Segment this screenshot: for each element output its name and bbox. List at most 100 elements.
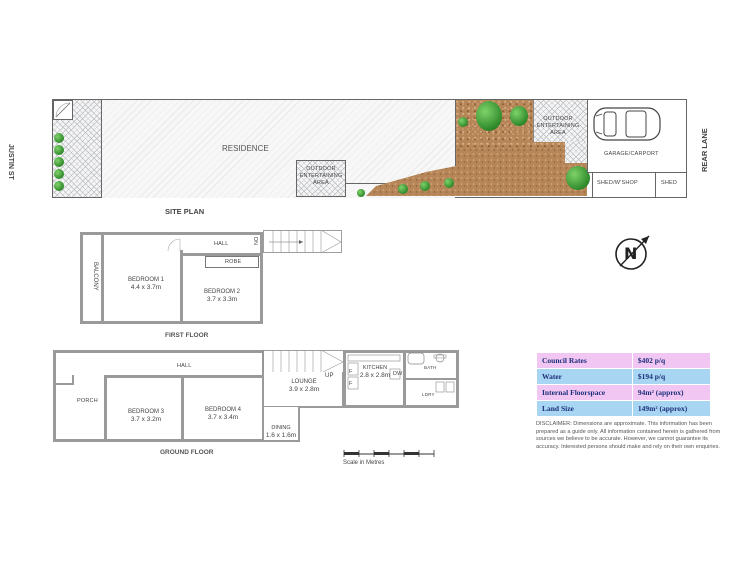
- bedroom2-name: BEDROOM 2: [203, 289, 240, 295]
- bedroom3-size: 3.7 x 3.2m: [130, 416, 162, 423]
- hedge-bush: [54, 169, 64, 179]
- info-value: $194 p/q: [631, 368, 712, 385]
- info-value: 149m² (approx): [631, 400, 712, 417]
- info-label: Council Rates: [536, 352, 633, 369]
- bedroom3-name: BEDROOM 3: [127, 409, 164, 415]
- shed-label: SHED: [661, 180, 678, 186]
- bedroom4-size: 3.7 x 3.4m: [207, 414, 239, 421]
- info-row: Water $194 p/q: [536, 368, 712, 385]
- bath-fixtures: [407, 352, 455, 393]
- site-plan-title: SITE PLAN: [165, 207, 205, 216]
- compass-letter: N: [624, 244, 638, 263]
- fridge-label-1: F: [349, 369, 353, 375]
- dining-size: 1.6 x 1.6m: [265, 432, 297, 439]
- kitchen-name: KITCHEN: [362, 365, 388, 371]
- bedroom1-size: 4.4 x 3.7m: [130, 284, 162, 291]
- entry-notch: [56, 375, 74, 385]
- outdoor-area-rear: [533, 100, 587, 142]
- info-row: Internal Floorspace 94m² (approx): [536, 384, 712, 401]
- hedge-bush: [54, 181, 64, 191]
- bedroom4-name: BEDROOM 4: [204, 407, 241, 413]
- fridge-label-2: F: [349, 381, 353, 387]
- outdoor-area-rear-label: OUTDOOR ENTERTAINING AREA: [536, 116, 580, 136]
- disclaimer-text: DISCLAIMER: Dimensions are approximate. …: [536, 421, 721, 450]
- porch-wall: [104, 375, 107, 442]
- kitchen-bath-wall: [403, 350, 406, 408]
- bedroom4-label: BEDROOM 4 3.7 x 3.4m: [193, 406, 253, 422]
- balcony-wall: [101, 232, 104, 324]
- first-floor-outline: [80, 232, 263, 324]
- residence-label: RESIDENCE: [222, 144, 269, 153]
- dining-name: DINING: [271, 425, 291, 431]
- ground-floor-stairs: [263, 350, 344, 374]
- north-compass-icon: [615, 235, 650, 270]
- first-floor-title: FIRST FLOOR: [165, 332, 209, 339]
- rear-path-hatch: [565, 142, 587, 163]
- first-hall-label: HALL: [214, 241, 229, 247]
- car-icon: [593, 107, 661, 141]
- property-info-table: Council Rates $402 p/q Water $194 p/q In…: [536, 352, 712, 417]
- rear-garden-soil-lower: [366, 148, 587, 196]
- bedroom3-label: BEDROOM 3 3.7 x 3.2m: [116, 408, 176, 424]
- shed-workshop-label: SHED/W'SHOP: [597, 180, 638, 186]
- bed1-bed2-wall: [180, 250, 183, 324]
- outdoor-area-middle: [296, 160, 346, 197]
- hedge-bush: [54, 157, 64, 167]
- kitchen-fixtures: [347, 354, 401, 390]
- door-swing: [167, 238, 181, 252]
- bedroom2-size: 3.7 x 3.3m: [206, 296, 238, 303]
- bedroom2-label: BEDROOM 2 3.7 x 3.3m: [192, 288, 252, 304]
- garden-bush: [398, 184, 408, 194]
- scale-bar: [343, 450, 435, 457]
- garden-bush: [444, 178, 454, 188]
- kitchen-label: KITCHEN 2.8 x 2.8m: [352, 364, 398, 380]
- garden-bush: [357, 189, 365, 197]
- lounge-name: LOUNGE: [291, 379, 317, 385]
- porch-label: PORCH: [77, 398, 98, 404]
- lounge-label: LOUNGE 3.9 x 2.8m: [276, 378, 332, 394]
- garden-bush: [510, 106, 528, 126]
- dining: [262, 407, 300, 442]
- lounge: [262, 372, 344, 408]
- dining-label: DINING 1.6 x 1.6m: [258, 424, 304, 440]
- garage-label: GARAGE/CARPORT: [604, 151, 659, 157]
- info-label: Land Size: [536, 400, 633, 417]
- ground-floor-title: GROUND FLOOR: [160, 449, 214, 456]
- carport-post-line: [587, 173, 593, 197]
- info-label: Water: [536, 368, 633, 385]
- bed3-bed4-wall: [181, 378, 184, 442]
- dn-label: DN: [252, 237, 258, 246]
- front-entry: [53, 100, 73, 120]
- robe: [205, 256, 259, 268]
- ground-floor-outline: [53, 350, 265, 442]
- shed-workshop: [592, 173, 656, 197]
- bath-label: BATH: [424, 365, 437, 370]
- info-row: Council Rates $402 p/q: [536, 352, 712, 369]
- bath-ldry-wall: [406, 378, 459, 380]
- ldry-label: LDRY: [422, 392, 435, 397]
- dishwasher-label: DW: [393, 371, 403, 377]
- bedroom1-label: BEDROOM 1 4.4 x 3.7m: [118, 276, 174, 292]
- lounge-size: 3.9 x 2.8m: [288, 386, 320, 393]
- bedroom1-name: BEDROOM 1: [127, 277, 164, 283]
- info-value: $402 p/q: [631, 352, 712, 369]
- up-label: UP: [325, 373, 334, 379]
- street-left-label: JUSTIN ST: [7, 144, 14, 180]
- garden-bush: [458, 117, 468, 127]
- info-label: Internal Floorspace: [536, 384, 633, 401]
- garden-bush: [476, 101, 502, 131]
- scale-label: Scale in Metres: [343, 460, 385, 466]
- first-floor-stairs: [263, 230, 342, 254]
- ground-hall-label: HALL: [177, 363, 192, 369]
- info-value: 94m² (approx): [631, 384, 712, 401]
- balcony-label: BALCONY: [92, 262, 98, 291]
- hedge-bush: [54, 133, 64, 143]
- street-right-label: REAR LANE: [700, 128, 709, 172]
- hedge-bush: [54, 145, 64, 155]
- outdoor-area-middle-label: OUTDOOR ENTERTAINING AREA: [299, 166, 343, 186]
- info-row: Land Size 149m² (approx): [536, 400, 712, 417]
- robe-label: ROBE: [225, 259, 242, 265]
- hall-bottom-wall: [104, 375, 264, 378]
- kitchen-size: 2.8 x 2.8m: [359, 372, 391, 379]
- garden-bush: [566, 166, 590, 190]
